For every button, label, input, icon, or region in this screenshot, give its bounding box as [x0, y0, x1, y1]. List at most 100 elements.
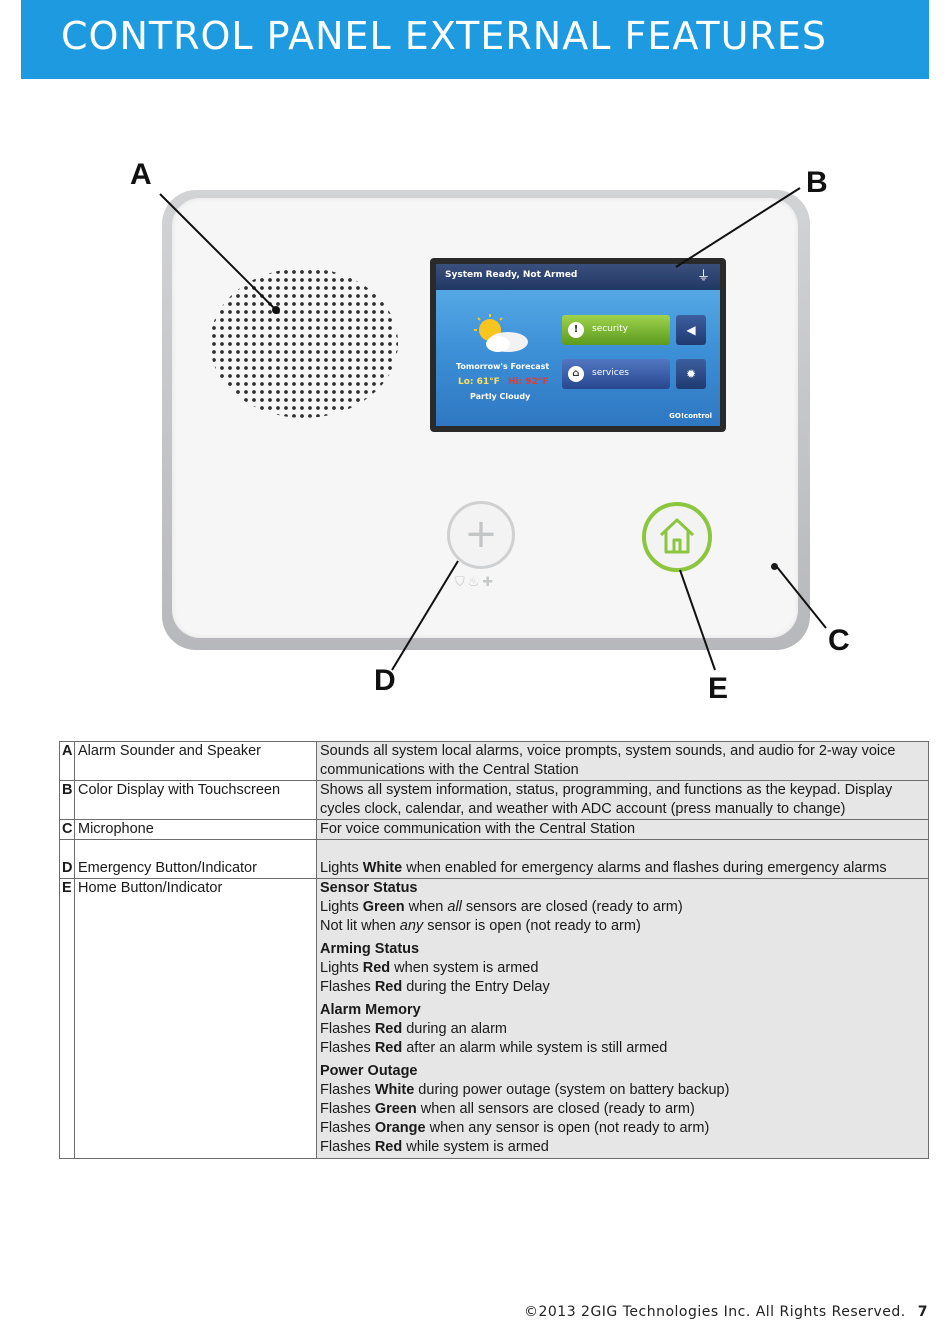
status-line: Flashes Red after an alarm while system …	[320, 1039, 925, 1058]
status-color: Green	[362, 899, 405, 915]
status-text: when any sensor is open (not ready to ar…	[425, 1120, 710, 1136]
feature-description: Lights White when enabled for emergency …	[316, 839, 929, 879]
feature-description: Shows all system information, status, pr…	[316, 780, 929, 820]
status-text: sensors are closed (ready to arm)	[461, 899, 683, 915]
desc-text: Lights	[320, 860, 363, 876]
status-group-title: Arming Status	[320, 941, 420, 957]
row-letter: A	[59, 741, 75, 781]
high-temperature: Hi: 92°F	[508, 377, 549, 387]
weather-condition: Partly Cloudy	[470, 392, 531, 401]
home-button[interactable]	[642, 502, 712, 572]
status-text: sensor is open (not ready to arm)	[423, 918, 641, 934]
feature-name: Alarm Sounder and Speaker	[74, 741, 317, 781]
feature-name: Emergency Button/Indicator	[74, 839, 317, 879]
screen-status-bar: System Ready, Not Armed ⏚	[436, 264, 720, 290]
volume-icon[interactable]: ◀	[676, 315, 706, 345]
status-emphasis: any	[399, 918, 424, 934]
feature-name: Color Display with Touchscreen	[74, 780, 317, 820]
status-line: Lights Red when system is armed	[320, 959, 925, 978]
desc-text: when enabled for emergency alarms and fl…	[402, 860, 887, 876]
emergency-plus-icon[interactable]: +	[447, 501, 515, 569]
table-row: D Emergency Button/Indicator Lights Whit…	[59, 839, 929, 879]
table-row: A Alarm Sounder and Speaker Sounds all s…	[59, 741, 929, 781]
page-header: CONTROL PANEL EXTERNAL FEATURES	[21, 0, 929, 79]
status-line: Lights Green when all sensors are closed…	[320, 898, 925, 917]
status-text: when	[404, 899, 448, 915]
row-letter: D	[59, 839, 75, 879]
callout-leader-lines	[159, 187, 827, 671]
status-text: after an alarm while system is still arm…	[402, 1040, 668, 1056]
status-group-title: Sensor Status	[320, 880, 418, 896]
status-text: during power outage (system on battery b…	[414, 1082, 730, 1098]
screen-status-text: System Ready, Not Armed	[445, 270, 578, 280]
status-emphasis: all	[447, 899, 462, 915]
status-line: Flashes Red while system is armed	[320, 1138, 925, 1157]
plug-icon: ⏚	[696, 269, 710, 284]
brand-logo: GO!control	[669, 412, 712, 420]
security-button[interactable]: ! security	[562, 315, 670, 345]
brightness-icon[interactable]: ✹	[676, 359, 706, 389]
desc-emphasis: White	[362, 860, 403, 876]
feature-description: For voice communication with the Central…	[316, 819, 929, 840]
status-text: during an alarm	[402, 1021, 507, 1037]
page-title: CONTROL PANEL EXTERNAL FEATURES	[61, 14, 827, 58]
status-color: Red	[374, 1139, 403, 1155]
status-text: Flashes	[320, 1139, 375, 1155]
status-text: Flashes	[320, 1101, 375, 1117]
status-group-title: Alarm Memory	[320, 1002, 421, 1018]
callout-d: D	[374, 664, 396, 697]
status-text: Not lit when	[320, 918, 400, 934]
status-text: when all sensors are closed (ready to ar…	[416, 1101, 695, 1117]
security-label: security	[592, 324, 628, 334]
row-letter: E	[59, 878, 75, 1159]
table-row: B Color Display with Touchscreen Shows a…	[59, 780, 929, 820]
emergency-type-icons: ⛉♨✚	[455, 575, 497, 590]
services-icon: ⌂	[568, 366, 584, 382]
status-group-title: Power Outage	[320, 1063, 418, 1079]
status-text: Flashes	[320, 979, 375, 995]
table-row: C Microphone For voice communication wit…	[59, 819, 929, 840]
status-text: Flashes	[320, 1082, 375, 1098]
feature-description: Sounds all system local alarms, voice pr…	[316, 741, 929, 781]
status-line: Flashes Orange when any sensor is open (…	[320, 1119, 925, 1138]
status-line: Flashes Red during an alarm	[320, 1020, 925, 1039]
status-text: while system is armed	[402, 1139, 549, 1155]
page-footer: ©2013 2GIG Technologies Inc. All Rights …	[524, 1304, 928, 1320]
row-letter: B	[59, 780, 75, 820]
status-text: Flashes	[320, 1120, 375, 1136]
status-text: Lights	[320, 960, 363, 976]
callout-c: C	[828, 624, 850, 657]
status-line: Flashes White during power outage (syste…	[320, 1081, 925, 1100]
status-line: Flashes Green when all sensors are close…	[320, 1100, 925, 1119]
status-color: Orange	[374, 1120, 426, 1136]
page-number: 7	[917, 1304, 928, 1320]
feature-name: Microphone	[74, 819, 317, 840]
feature-name: Home Button/Indicator	[74, 878, 317, 1159]
speaker-grille-icon	[210, 268, 398, 418]
features-table: A Alarm Sounder and Speaker Sounds all s…	[59, 741, 929, 1159]
status-text: when system is armed	[390, 960, 539, 976]
status-color: Red	[374, 1021, 403, 1037]
status-text: Lights	[320, 899, 363, 915]
status-text: Flashes	[320, 1040, 375, 1056]
status-line: Flashes Red during the Entry Delay	[320, 978, 925, 997]
row-letter: C	[59, 819, 75, 840]
home-icon	[659, 518, 695, 554]
touchscreen-display: System Ready, Not Armed ⏚ Tomorrow's For…	[436, 264, 720, 426]
services-label: services	[592, 368, 629, 378]
microphone-hole	[771, 563, 778, 570]
copyright-text: ©2013 2GIG Technologies Inc. All Rights …	[523, 1304, 906, 1320]
forecast-label: Tomorrow's Forecast	[456, 362, 550, 371]
status-color: Green	[374, 1101, 417, 1117]
status-text: during the Entry Delay	[402, 979, 550, 995]
status-color: Red	[374, 979, 403, 995]
services-button[interactable]: ⌂ services	[562, 359, 670, 389]
status-color: Red	[374, 1040, 403, 1056]
status-line: Not lit when any sensor is open (not rea…	[320, 917, 925, 936]
security-icon: !	[568, 322, 584, 338]
